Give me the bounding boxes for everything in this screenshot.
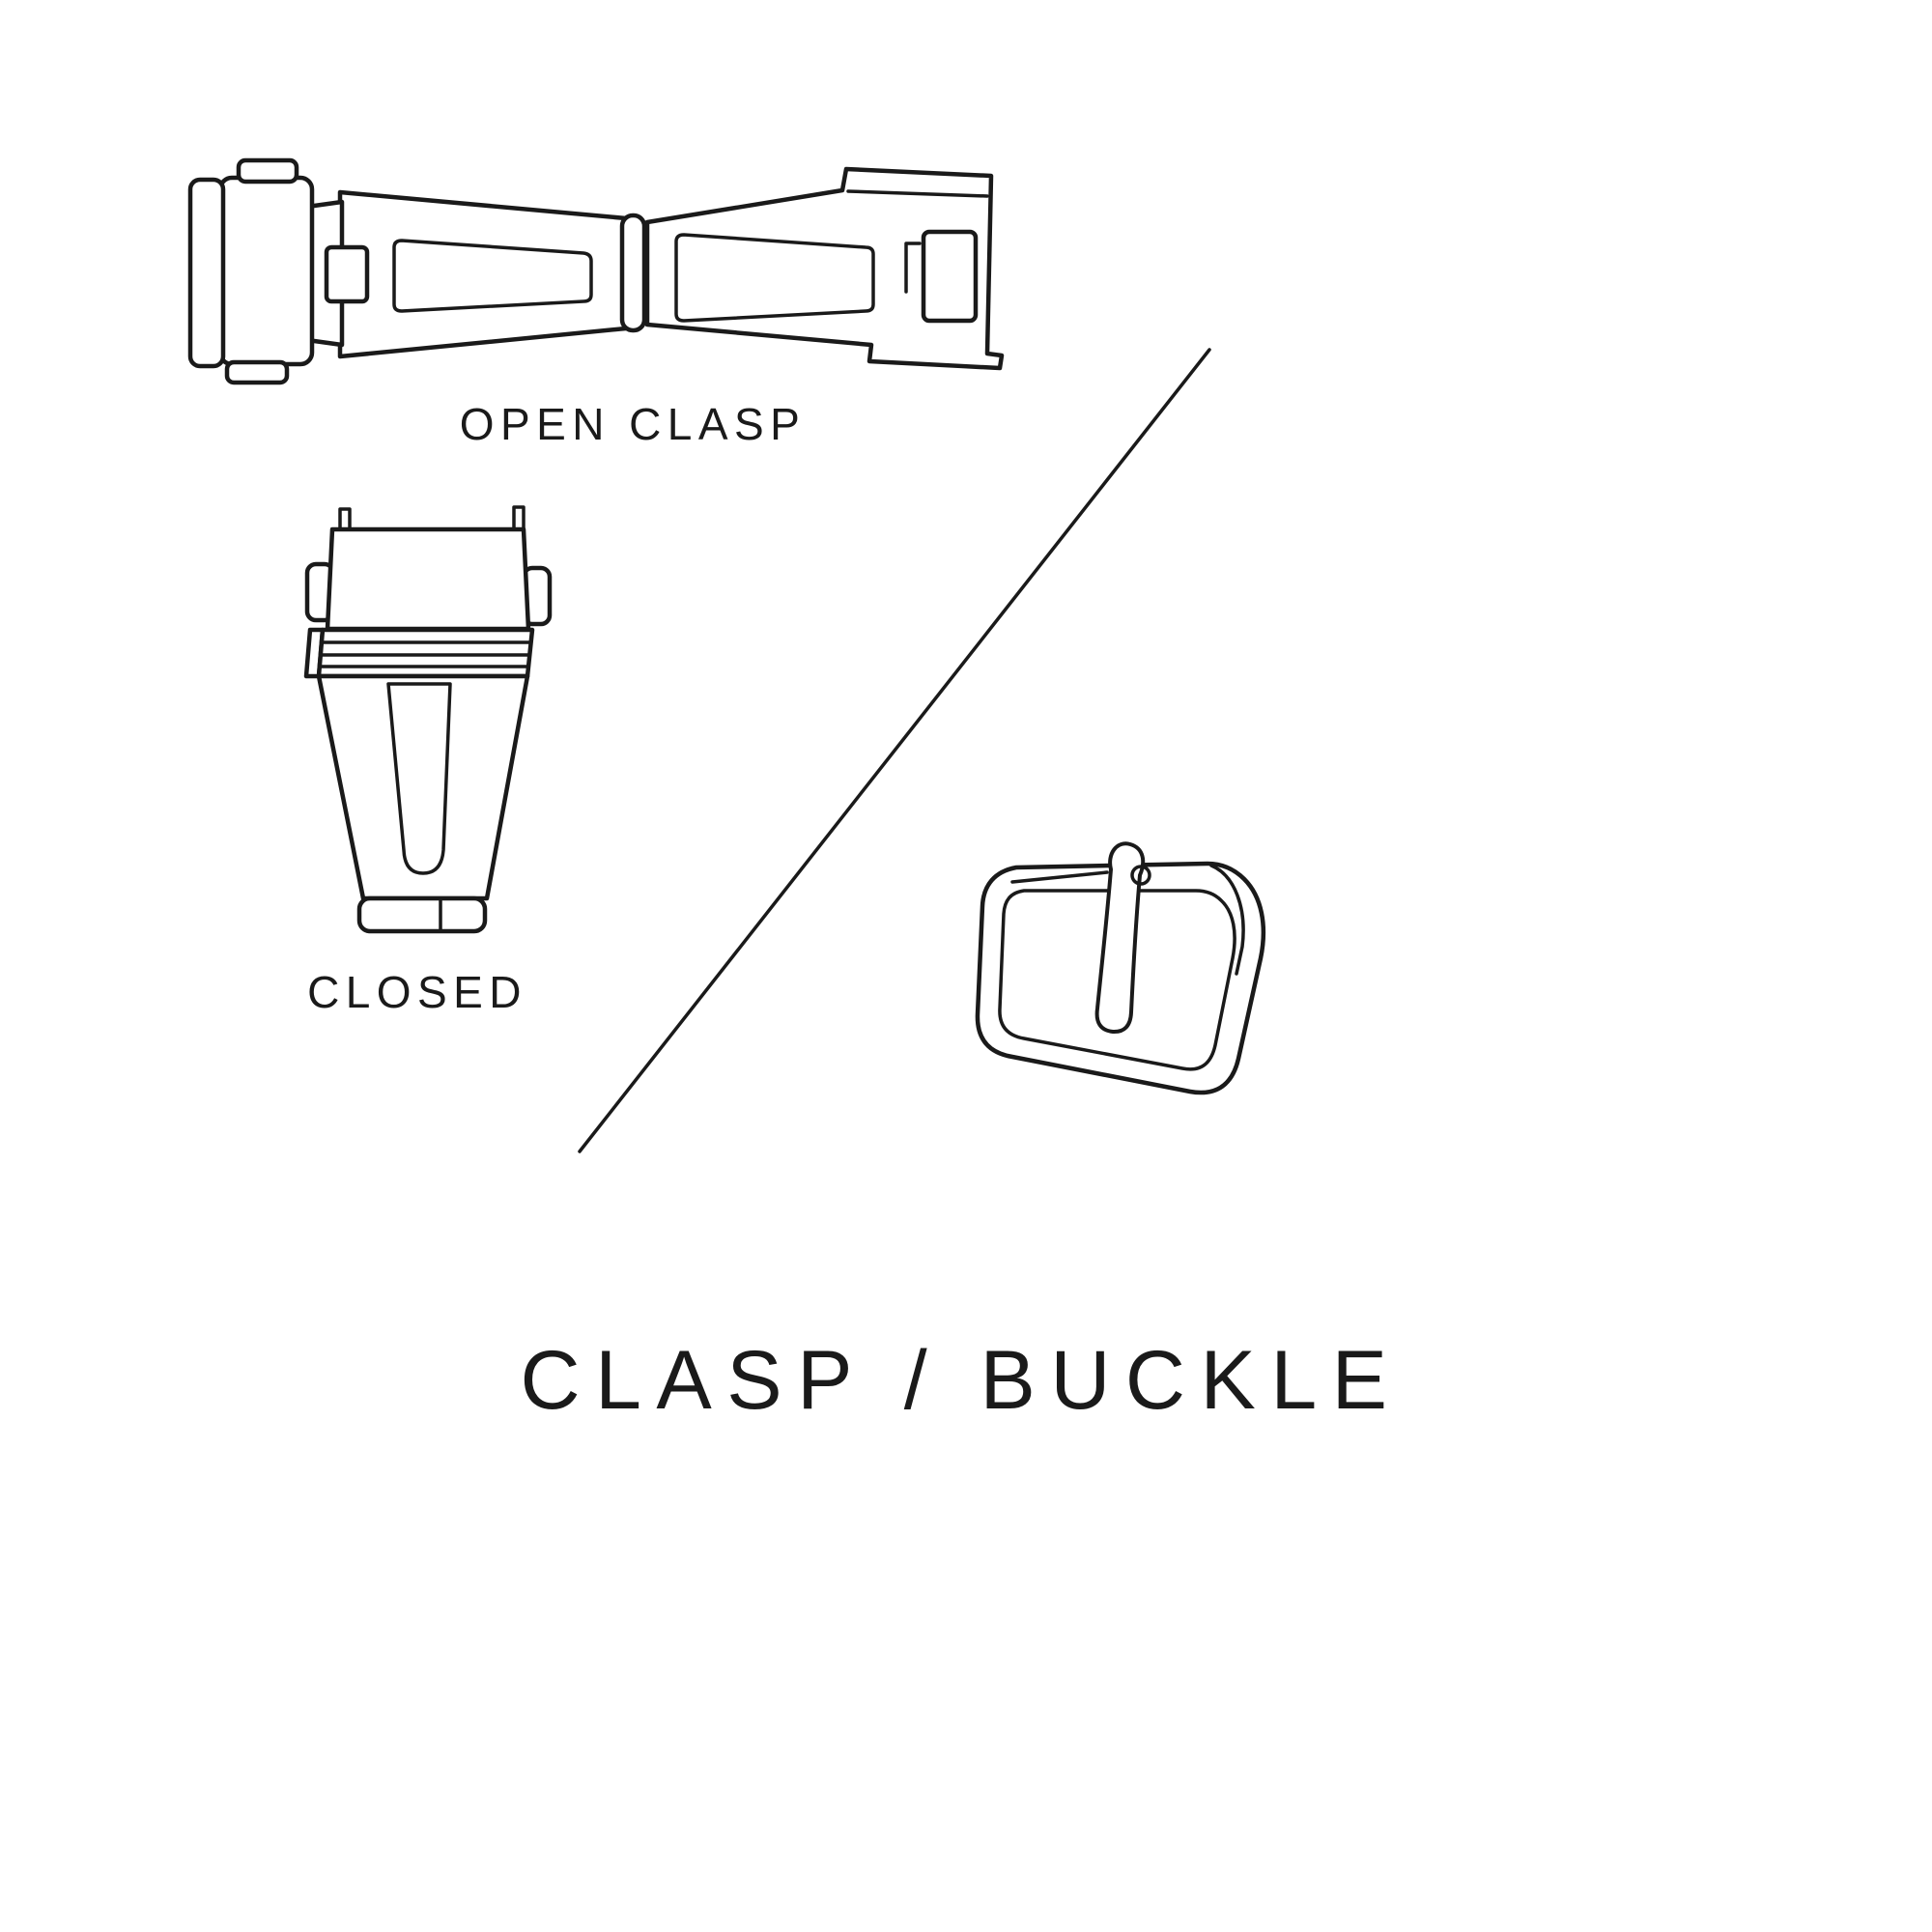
closed-label: CLOSED	[307, 967, 527, 1017]
diagonal-divider-line	[578, 348, 1211, 1153]
diagram-title: CLASP / BUCKLE	[520, 1334, 1403, 1427]
tang-buckle-icon	[975, 841, 1266, 1095]
closed-clasp-icon	[303, 505, 553, 934]
open-clasp-label: OPEN CLASP	[459, 399, 807, 449]
open-clasp-icon	[187, 157, 1005, 385]
